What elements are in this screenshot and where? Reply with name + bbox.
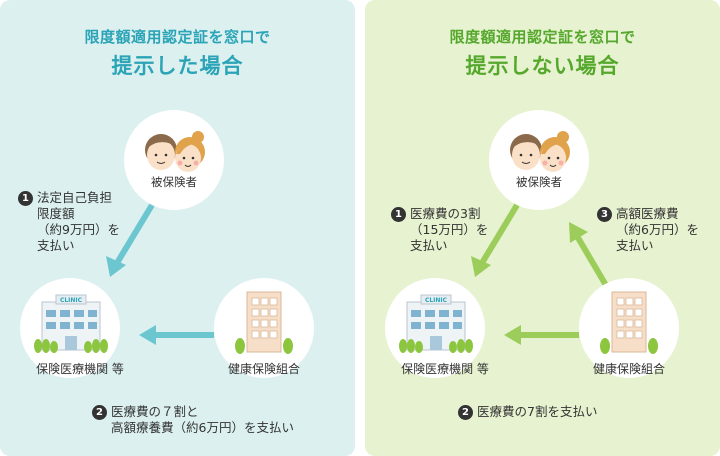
right-arrow-patient-to-hospital (479, 203, 520, 265)
left-note-1-line: （約9万円）を (37, 222, 120, 237)
left-arrowhead-insurer-to-hospital (139, 325, 156, 345)
right-patient-label: 被保険者 (516, 175, 562, 189)
right-note-3-line: （約6万円）を (616, 222, 699, 237)
right-note-3-number: 3 (597, 207, 612, 222)
left-insurer-label: 健康保険組合 (227, 362, 300, 376)
right-note-3: 3 高額医療費 （約6万円）を 支払い (597, 206, 699, 254)
left-arrows (106, 203, 214, 345)
left-note-1-line: 支払い (37, 238, 75, 253)
right-insurer-node (579, 278, 679, 378)
left-arrowhead-patient-to-hospital (106, 256, 126, 277)
left-note-1: 1 法定自己負担 限度額 （約9万円）を 支払い (18, 190, 120, 254)
right-note-2-number: 2 (458, 405, 473, 420)
right-hospital-node: CLINIC (385, 278, 485, 378)
right-patient-node: 被保険者 (489, 110, 589, 210)
left-building-icon (235, 291, 293, 354)
right-arrowhead-patient-to-hospital (471, 256, 491, 277)
left-hospital-node: CLINIC (20, 278, 120, 378)
right-building-icon (600, 291, 658, 354)
right-note-1-line: （15万円）を (410, 222, 489, 237)
right-note-3-line: 高額医療費 (616, 206, 679, 221)
right-clinic-icon: CLINIC (399, 294, 473, 353)
left-note-2-line: 医療費の７割と (111, 404, 199, 419)
left-note-2-number: 2 (92, 405, 107, 420)
left-note-2-line: 高額療養費（約6万円）を支払い (111, 420, 294, 435)
right-hospital-label: 保険医療機関 等 (401, 362, 489, 376)
left-insurer-node (214, 278, 314, 378)
right-note-2: 2 医療費の7割を支払い (458, 404, 597, 420)
left-title-line2: 提示した場合 (111, 54, 244, 78)
left-note-1-number: 1 (18, 191, 33, 206)
left-note-2: 2 医療費の７割と 高額療養費（約6万円）を支払い (92, 404, 294, 436)
right-note-1-number: 1 (391, 207, 406, 222)
right-panel: 限度額適用認定証を窓口で 提示しない場合 被保険者 (365, 0, 720, 456)
left-title-line1: 限度額適用認定証を窓口で (84, 28, 271, 46)
right-note-1: 1 医療費の3割 （15万円）を 支払い (391, 206, 488, 254)
right-title-line2: 提示しない場合 (465, 54, 620, 78)
left-patient-node: 被保険者 (124, 110, 224, 210)
left-arrow-patient-to-hospital (114, 203, 155, 265)
right-clinic-sign: CLINIC (425, 297, 448, 304)
right-arrows (471, 203, 610, 345)
right-arrow-insurer-to-patient (574, 234, 610, 289)
left-note-1-line: 法定自己負担 (37, 190, 113, 205)
right-arrowhead-insurer-to-hospital (504, 325, 521, 345)
right-arrowhead-insurer-to-patient (569, 222, 588, 243)
right-note-1-line: 支払い (410, 238, 448, 253)
right-note-1-line: 医療費の3割 (410, 206, 481, 221)
left-hospital-label: 保険医療機関 等 (36, 362, 124, 376)
left-panel: 限度額適用認定証を窓口で 提示した場合 被保険者 (0, 0, 355, 456)
left-note-1-line: 限度額 (37, 206, 75, 221)
right-note-2-line: 医療費の7割を支払い (477, 404, 598, 419)
left-clinic-sign: CLINIC (60, 297, 83, 304)
right-couple-icon (510, 131, 570, 172)
left-clinic-icon: CLINIC (34, 294, 108, 353)
right-note-3-line: 支払い (616, 238, 654, 253)
left-couple-icon (145, 131, 205, 172)
right-insurer-label: 健康保険組合 (592, 362, 665, 376)
left-patient-label: 被保険者 (151, 175, 197, 189)
right-title-line1: 限度額適用認定証を窓口で (449, 28, 636, 46)
